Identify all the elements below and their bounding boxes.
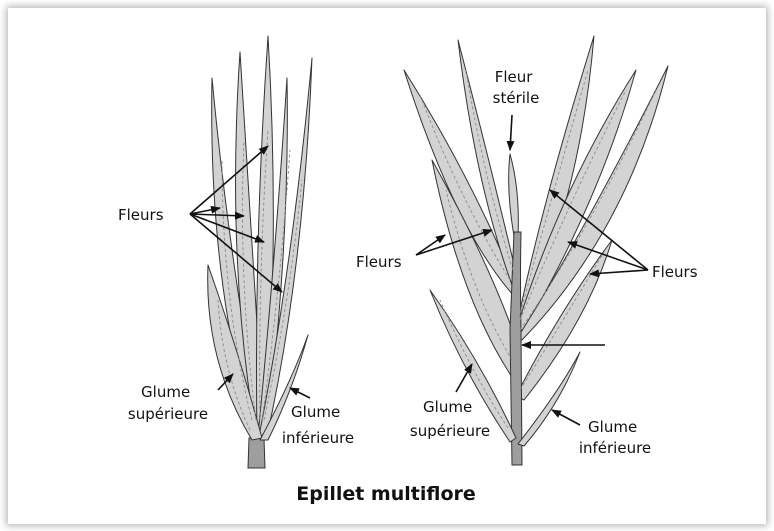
left-stem <box>248 438 265 468</box>
left-lower-glume-arrow <box>290 388 310 398</box>
right-lower-glume-label: Glume inférieure <box>579 418 651 457</box>
spikelet-diagram: Fleurs Glume supérieure Glume inférieure <box>8 8 766 524</box>
right-sterile-flower-label: Fleur stérile <box>493 68 540 107</box>
left-upper-glume-label: Glume supérieure <box>128 383 208 423</box>
left-flowers-label: Fleurs <box>118 206 164 224</box>
right-upper-glume-label: Glume supérieure <box>410 398 490 440</box>
sterile-flower-arrow <box>510 115 512 150</box>
figure-caption: Epillet multiflore <box>296 483 476 505</box>
right-sterile-flower <box>509 154 519 236</box>
right-lower-glume-arrow <box>552 410 580 425</box>
right-flowers-left-label: Fleurs <box>356 253 402 271</box>
right-flowers-right-label: Fleurs <box>652 263 698 281</box>
left-lower-glume-label: Glume inférieure <box>282 403 354 447</box>
diagram-card: Fleurs Glume supérieure Glume inférieure <box>8 8 766 524</box>
right-upper-glume-arrow <box>456 364 472 392</box>
